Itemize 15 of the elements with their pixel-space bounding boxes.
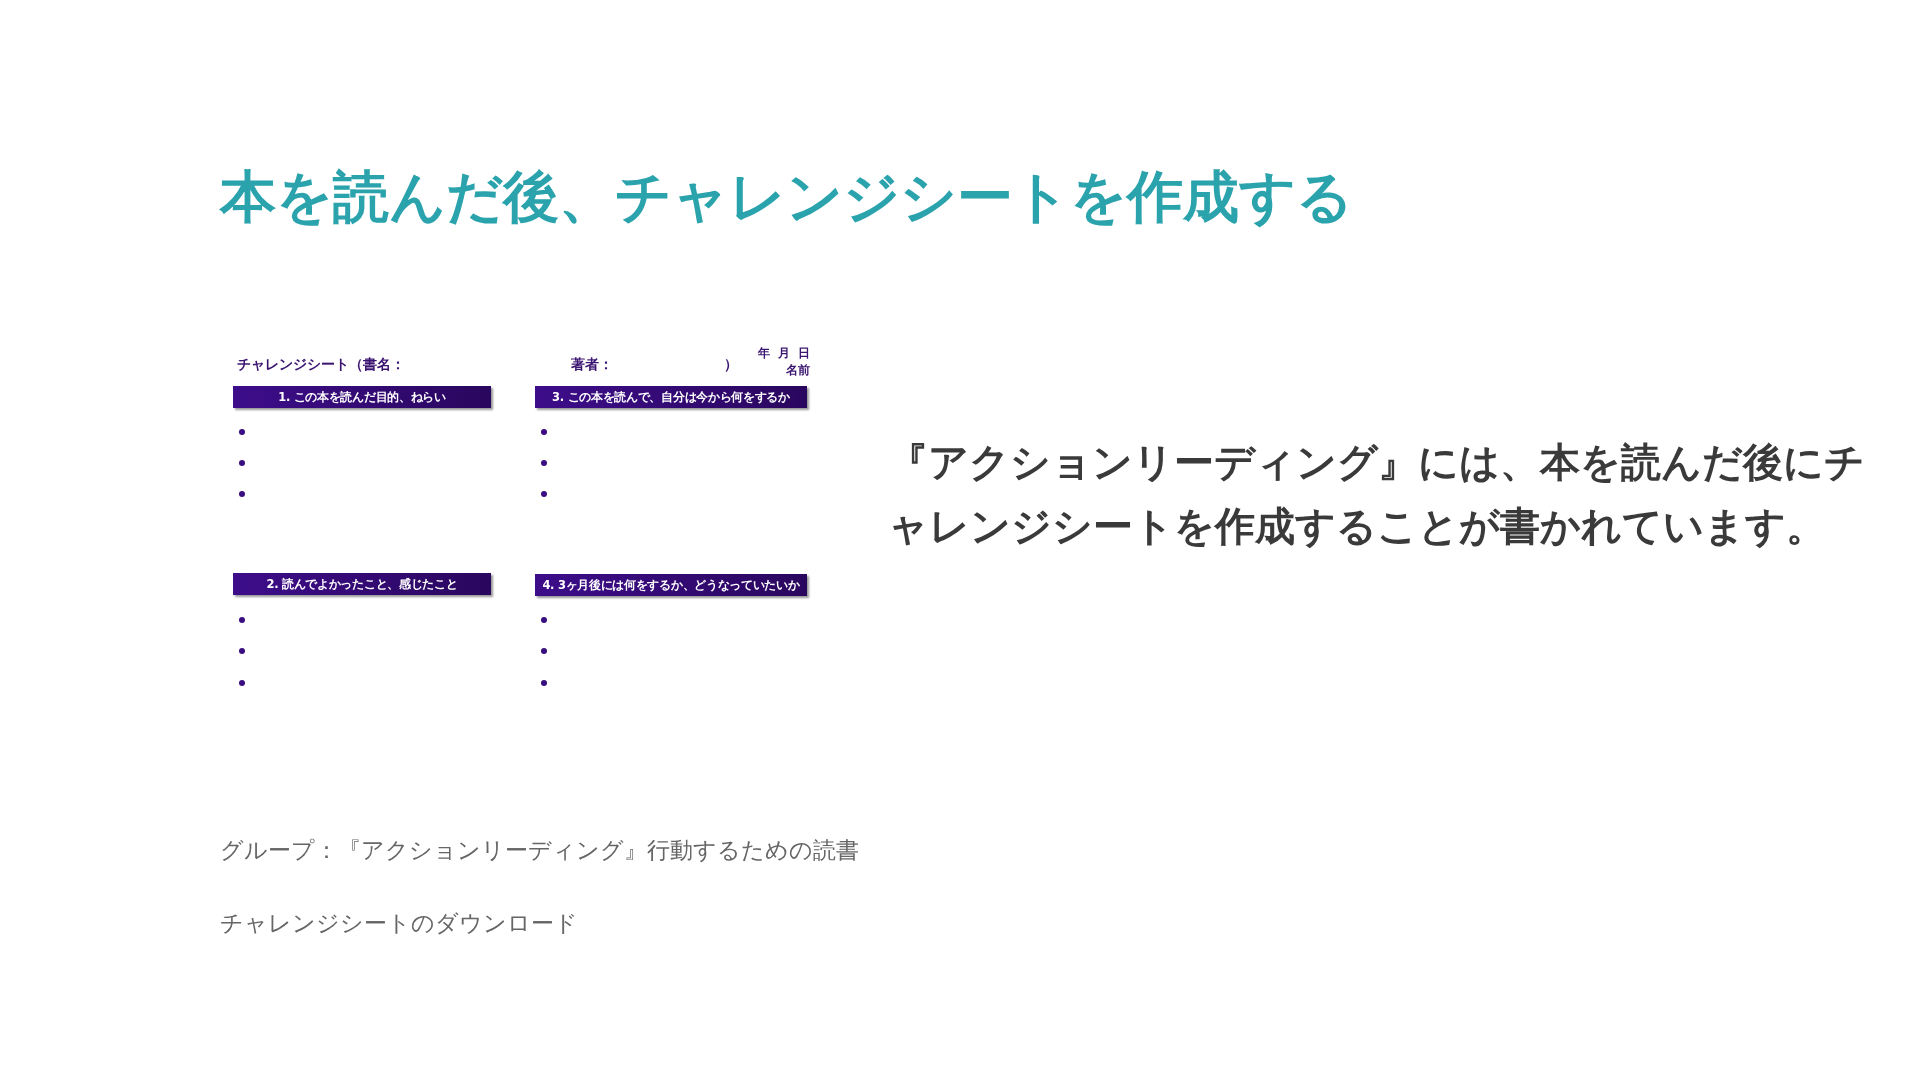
section-header-bar: 1. この本を読んだ目的、ねらい — [233, 386, 491, 408]
section-header-bar: 3. この本を読んで、自分は今から何をするか — [535, 386, 807, 408]
closing-bracket: ） — [724, 356, 738, 374]
section-header-bar: 4. 3ヶ月後には何をするか、どうなっていたいか — [535, 574, 807, 596]
name-field-label: 名前 — [786, 362, 810, 379]
slide-title: 本を読んだ後、チャレンジシートを作成する — [220, 163, 1353, 231]
sheet-heading: チャレンジシート（書名： — [237, 356, 405, 374]
section-header-bar: 2. 読んでよかったこと、感じたこと — [233, 573, 491, 595]
author-field-label: 著者： — [571, 356, 613, 374]
statement-text: 『アクションリーディング』には、本を読んだ後にチャレンジシートを作成することが書かれています。 — [888, 438, 1866, 551]
date-field-label: 月 — [778, 345, 790, 362]
date-field-label: 年 — [758, 345, 770, 362]
source-note: チャレンジシートのダウンロード — [220, 909, 578, 938]
date-field-label: 日 — [798, 345, 810, 362]
source-note: グループ：『アクションリーディング』行動するための読書 — [220, 836, 859, 865]
